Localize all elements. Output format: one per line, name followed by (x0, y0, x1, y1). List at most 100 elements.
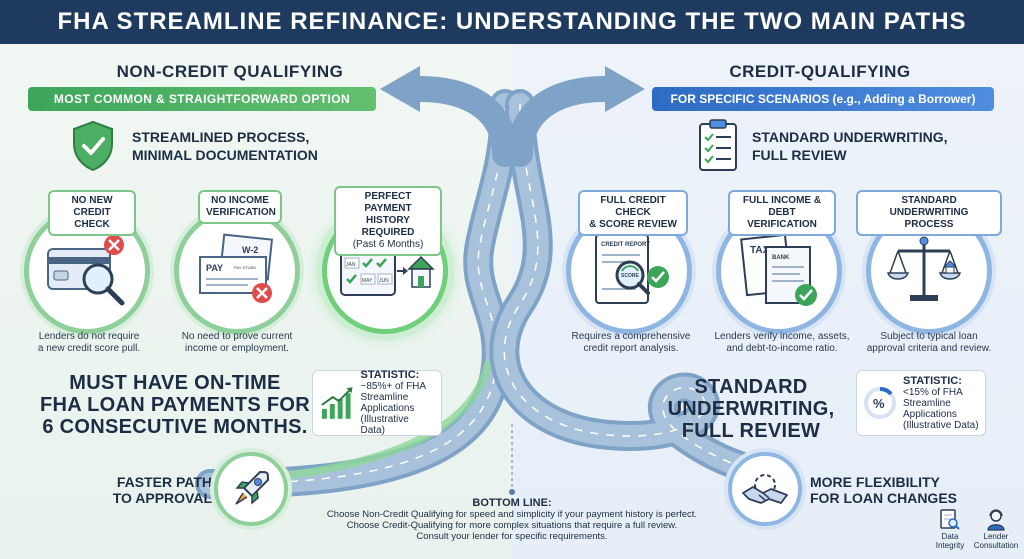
shield-check-icon (73, 120, 113, 172)
data-integrity-line2: Integrity (935, 541, 965, 550)
w2-text: W-2 (242, 245, 258, 255)
handshake-circle (728, 452, 802, 526)
credit-report-text: CREDIT REPORT (601, 242, 650, 248)
standard-underwriting-caption: Subject to typical loan approval criteri… (854, 331, 1004, 355)
payment-history-label: PERFECT PAYMENT HISTORY REQUIRED (Past 6… (334, 186, 442, 256)
full-income-verification-label-line2: DEBT VERIFICATION (747, 207, 817, 230)
pay-stubs-text: PAY STUBS (234, 265, 256, 270)
lender-consultation-line2: Consultation (973, 541, 1019, 550)
tax-bank-documents-icon: TAX BANK (740, 233, 817, 306)
bank-text: BANK (772, 255, 790, 261)
scales-house-icon (887, 236, 961, 301)
jan-text: JAN (346, 262, 356, 268)
must-have-line1: MUST HAVE ON-TIME (69, 372, 281, 394)
left-stat-line3: Applications (360, 403, 415, 414)
standard-underwriting-caption-line2: approval criteria and review. (866, 343, 992, 354)
right-stat-title: STATISTIC: (903, 374, 962, 387)
rocket-icon (235, 470, 270, 505)
jun-text: JUN (379, 278, 389, 284)
standard-statement-line1: STANDARD (694, 376, 808, 398)
handshake-gear-icon (742, 474, 788, 504)
right-feature: STANDARD UNDERWRITING, FULL REVIEW (752, 128, 992, 164)
no-income-verification-caption-line1: No need to prove current (181, 331, 293, 342)
must-have-line3: 6 CONSECUTIVE MONTHS. (42, 416, 308, 438)
bottom-line-text3: Consult your lender for specific require… (416, 531, 608, 542)
full-income-verification-caption: Lenders verify income, assets, and debt-… (702, 331, 862, 355)
no-income-verification-caption-line2: income or employment. (185, 343, 289, 354)
standard-underwriting-label-line2: UNDERWRITING PROCESS (889, 207, 969, 230)
full-credit-check-label: FULL CREDIT CHECK & SCORE REVIEW (578, 190, 688, 236)
no-income-verification-label: NO INCOME VERIFICATION (198, 190, 282, 224)
left-pill: MOST COMMON & STRAIGHTFORWARD OPTION (28, 87, 376, 111)
left-stat-card: STATISTIC: ~85%+ of FHA Streamline Appli… (312, 370, 442, 436)
faster-path-text: FASTER PATH TO APPROVAL (92, 474, 212, 506)
data-integrity-text: Data Integrity (932, 532, 968, 550)
right-heading: CREDIT-QUALIFYING (729, 62, 911, 81)
right-stat-line4: (Illustrative Data) (903, 419, 979, 431)
pay-text: PAY (206, 263, 223, 273)
data-integrity-line1: Data (941, 532, 959, 541)
road-paths-graphic (195, 66, 795, 499)
lender-consultation-text: Lender Consultation (972, 532, 1020, 550)
more-flexibility-text: MORE FLEXIBILITY FOR LOAN CHANGES (810, 474, 970, 506)
payment-history-label-line2: HISTORY REQUIRED (361, 215, 415, 238)
no-credit-check-label-line1: NO NEW (71, 195, 113, 206)
right-stat-text: STATISTIC: <15% of FHA Streamline Applic… (903, 374, 979, 431)
standard-statement-line3: FULL REVIEW (681, 420, 821, 442)
full-credit-check-label-line1: FULL CREDIT CHECK (600, 195, 666, 218)
bottom-line: BOTTOM LINE: Choose Non-Credit Qualifyin… (290, 498, 734, 543)
full-income-verification-label-line1: FULL INCOME & (742, 195, 822, 206)
standard-underwriting-label: STANDARD UNDERWRITING PROCESS (856, 190, 1002, 236)
full-credit-check-caption-line1: Requires a comprehensive (571, 331, 691, 342)
no-income-verification-caption: No need to prove current income or emplo… (162, 331, 312, 355)
tax-text: TAX (750, 245, 770, 256)
trend-up-chart-icon (321, 387, 353, 419)
data-integrity-badge: Data Integrity (932, 508, 968, 550)
percent-ring-icon: % (864, 387, 896, 419)
svg-text:%: % (873, 396, 885, 411)
clipboard-checklist-icon (699, 119, 737, 171)
standard-statement-line2: UNDERWRITING, (667, 398, 835, 420)
bottom-line-text2: Choose Credit-Qualifying for more comple… (346, 520, 678, 531)
full-credit-check-caption-line2: credit report analysis. (583, 343, 679, 354)
right-stat-line3: Applications (903, 408, 957, 420)
no-income-verification-label-line1: NO INCOME (211, 195, 269, 206)
full-credit-check-label-line2: & SCORE REVIEW (589, 219, 677, 230)
no-income-verification-circle: W-2 PAY PAY STUBS (174, 208, 300, 334)
full-income-verification-caption-line2: and debt-to-income ratio. (726, 343, 838, 354)
no-credit-check-caption-line1: Lenders do not require (38, 331, 140, 342)
right-stat-card: % STATISTIC: <15% of FHA Streamline Appl… (856, 370, 986, 436)
no-credit-check-caption-line2: a new credit score pull. (37, 343, 141, 354)
left-heading: NON-CREDIT QUALIFYING (116, 62, 344, 81)
credit-report-icon: CREDIT REPORT SCORE (595, 234, 669, 304)
left-stat-text: STATISTIC: ~85%+ of FHA Streamline Appli… (360, 369, 435, 437)
left-stat-line4: (Illustrative Data) (360, 414, 409, 436)
right-stat-line2: Streamline (903, 397, 951, 409)
payment-history-label-line1: PERFECT PAYMENT (364, 191, 412, 214)
document-search-icon (940, 509, 960, 530)
left-feature: STREAMLINED PROCESS, MINIMAL DOCUMENTATI… (132, 128, 352, 164)
score-text: SCORE (621, 273, 639, 279)
left-stat-title: STATISTIC: (360, 369, 420, 381)
no-credit-check-label-line2: CREDIT CHECK (73, 207, 111, 230)
must-have-line2: FHA LOAN PAYMENTS FOR (40, 394, 311, 416)
standard-underwriting-caption-line1: Subject to typical loan (880, 331, 978, 342)
left-feature-line2: MINIMAL DOCUMENTATION (132, 147, 318, 163)
full-income-verification-label: FULL INCOME & DEBT VERIFICATION (728, 190, 836, 236)
lender-consultation-line1: Lender (983, 532, 1009, 541)
no-income-verification-label-line2: VERIFICATION (206, 207, 276, 218)
more-flexibility-line2: FOR LOAN CHANGES (810, 490, 957, 506)
rocket-circle (214, 452, 288, 526)
left-stat-line1: ~85%+ of FHA (360, 381, 427, 392)
right-feature-line2: FULL REVIEW (752, 147, 847, 163)
lender-consultation-badge: Lender Consultation (972, 508, 1020, 550)
standard-underwriting-label-line1: STANDARD (901, 195, 957, 206)
may-text: MAY (362, 278, 373, 284)
no-credit-check-caption: Lenders do not require a new credit scor… (14, 331, 164, 355)
no-credit-check-label: NO NEW CREDIT CHECK (48, 190, 136, 236)
must-have-statement: MUST HAVE ON-TIME FHA LOAN PAYMENTS FOR … (40, 372, 310, 438)
bottom-line-text1: Choose Non-Credit Qualifying for speed a… (326, 509, 698, 520)
more-flexibility-line1: MORE FLEXIBILITY (810, 474, 940, 490)
page-title: FHA Streamline Refinance: Understanding … (0, 0, 1024, 44)
left-stat-line2: Streamline (360, 392, 409, 403)
